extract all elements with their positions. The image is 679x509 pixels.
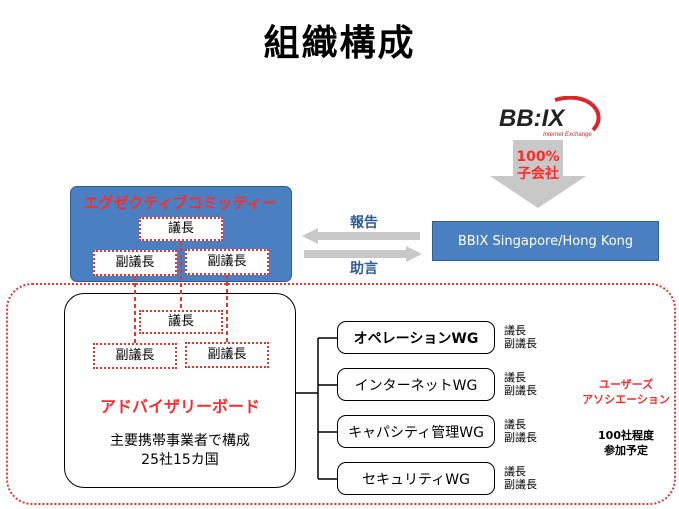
report-arrow-icon [302, 228, 420, 244]
ownership-subsidiary: 子会社 [517, 166, 559, 182]
ownership-percent: 100% [516, 149, 560, 165]
assoc-title-line1: ユーザーズ [598, 378, 654, 391]
advice-label: 助言 [350, 261, 378, 277]
wg-capacity-roles: 議長 副議長 [504, 418, 537, 444]
advisory-desc-line1: 主要携帯事業者で構成 [110, 433, 250, 449]
wg-internet-roles: 議長 副議長 [504, 371, 537, 397]
user-association-count: 100社程度 参加予定 [580, 428, 672, 458]
wg-security-vice-chair: 副議長 [504, 478, 537, 491]
wg-operations-vice-chair: 副議長 [504, 337, 537, 350]
wg-internet-vice-chair: 副議長 [504, 384, 537, 397]
bbix-logo-icon: BB:IX Internet Exchange [497, 95, 607, 140]
bbix-singapore-hongkong-box: BBIX Singapore/Hong Kong [432, 221, 659, 261]
wg-operations-chair: 議長 [504, 324, 526, 337]
advisory-chair: 議長 [139, 310, 223, 334]
wg-capacity: キャパシティ管理WG [337, 415, 495, 448]
advisory-board-title: アドバイザリーボード [99, 397, 260, 416]
wg-capacity-vice-chair: 副議長 [504, 431, 537, 444]
exec-chair: 議長 [139, 217, 223, 241]
user-association-region [6, 283, 676, 505]
assoc-count-line1: 100社程度 [598, 429, 654, 442]
advisory-vice-chair-right: 副議長 [185, 342, 269, 368]
wg-security-chair: 議長 [504, 465, 526, 478]
wg-internet: インターネットWG [337, 368, 495, 401]
ownership-arrow-icon [490, 140, 586, 208]
user-association-title: ユーザーズ アソシエーション [580, 377, 672, 407]
wg-internet-chair: 議長 [504, 371, 526, 384]
wg-capacity-chair: 議長 [504, 418, 526, 431]
assoc-count-line2: 参加予定 [604, 444, 648, 457]
executive-committee-title: エグゼクティブコミッティー [83, 194, 277, 212]
exec-vice-chair-left: 副議長 [93, 250, 177, 276]
report-label: 報告 [350, 215, 378, 231]
logo-tagline: Internet Exchange [543, 132, 592, 138]
wg-operations-roles: 議長 副議長 [504, 324, 537, 350]
advice-arrow-icon [304, 246, 422, 262]
flow-arrows [302, 228, 422, 262]
advisory-board-description: 主要携帯事業者で構成 25社15カ国 [64, 432, 296, 470]
wg-security-roles: 議長 副議長 [504, 465, 537, 491]
wg-security: セキュリティWG [337, 462, 495, 495]
page-title: 組織構成 [263, 23, 416, 64]
advisory-vice-chair-left: 副議長 [93, 343, 177, 369]
ownership-label: 100% 子会社 [513, 149, 563, 183]
wg-operations: オペレーションWG [337, 321, 495, 354]
logo-text: BB:IX [499, 105, 566, 132]
assoc-title-line2: アソシエーション [582, 393, 670, 406]
exec-vice-chair-right: 副議長 [185, 249, 269, 275]
advisory-desc-line2: 25社15カ国 [141, 452, 219, 468]
